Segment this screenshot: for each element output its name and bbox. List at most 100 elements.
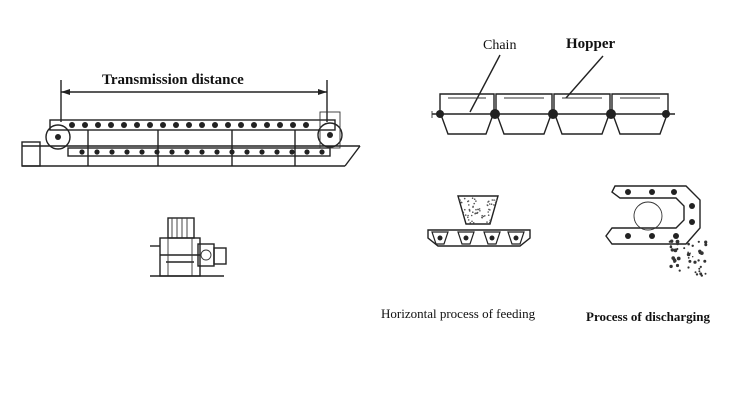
material-particle	[481, 214, 484, 217]
chain-link	[139, 149, 145, 155]
chain-pin	[489, 235, 495, 241]
material-particle	[669, 245, 673, 249]
material-particle	[469, 222, 472, 224]
material-particle	[704, 243, 708, 247]
chain-link	[649, 233, 655, 239]
lower-chain-links	[79, 149, 325, 155]
material-particle	[493, 204, 495, 206]
material-particle	[673, 248, 678, 253]
chain-link	[671, 189, 677, 195]
conveyor-side-view: Transmission distance	[21, 72, 361, 167]
chain-link	[169, 149, 175, 155]
material-particle	[691, 244, 694, 247]
chain-link	[199, 122, 205, 128]
chain-link	[225, 122, 231, 128]
material-particle	[490, 203, 493, 205]
head-sprocket	[317, 122, 343, 148]
head-drive-housing	[319, 111, 341, 149]
material-particle	[676, 256, 681, 261]
material-particle	[460, 201, 463, 204]
chain-link	[625, 233, 631, 239]
material-particle	[459, 199, 461, 201]
material-particle	[698, 249, 702, 253]
chain-link	[186, 122, 192, 128]
material-particle	[475, 200, 477, 202]
material-particle	[467, 219, 470, 221]
upper-chain-links	[69, 122, 309, 128]
material-particle	[699, 265, 702, 268]
lower-chain	[67, 147, 331, 157]
material-particle	[487, 211, 490, 213]
discharged-material	[668, 239, 708, 277]
material-particle	[476, 212, 478, 215]
head-sprocket-hub	[327, 132, 333, 138]
chain-link	[95, 122, 101, 128]
chain-link	[69, 122, 75, 128]
transmission-distance-label: Transmission distance	[102, 72, 244, 88]
chain-link	[108, 122, 114, 128]
chain-link	[173, 122, 179, 128]
material-particle	[487, 214, 490, 216]
discharge-bucket-path	[605, 185, 701, 245]
material-particle	[477, 208, 479, 211]
bucket	[483, 231, 501, 245]
chain-link	[79, 149, 85, 155]
bucket	[431, 231, 449, 245]
material-particle	[693, 260, 697, 264]
chain-link	[124, 149, 130, 155]
chain-pin	[662, 110, 670, 118]
hopper-label: Hopper	[566, 36, 616, 52]
material-particle	[674, 259, 677, 263]
material-particle	[488, 221, 491, 224]
material-particle	[683, 247, 686, 250]
conveyor-end-view	[150, 217, 227, 277]
material-particle	[670, 248, 674, 252]
dimension-arrow-right	[318, 89, 327, 95]
material-particle	[479, 210, 481, 212]
chain-link	[121, 122, 127, 128]
material-particle	[689, 252, 691, 254]
material-particle	[675, 263, 680, 268]
tail-sprocket	[45, 124, 71, 150]
chain-pin	[436, 110, 444, 118]
material-particle	[692, 256, 694, 258]
material-particle	[467, 214, 469, 217]
material-particle	[670, 239, 674, 243]
feed-material	[459, 197, 498, 224]
material-particle	[467, 200, 469, 203]
chain-pin	[513, 235, 519, 241]
chain-pin	[490, 109, 500, 119]
material-particle	[472, 222, 475, 224]
chain-leader-line	[469, 54, 501, 113]
chain-pin	[463, 235, 469, 241]
material-particle	[494, 201, 497, 204]
material-particle	[464, 214, 467, 216]
material-particle	[699, 272, 703, 276]
feed-funnel	[457, 195, 499, 225]
material-particle	[671, 256, 675, 260]
material-particle	[488, 203, 491, 205]
chain-link	[290, 122, 296, 128]
chain-link	[251, 122, 257, 128]
material-particle	[475, 208, 477, 211]
material-particle	[694, 271, 697, 274]
horizontal-feeding-label: Horizontal process of feeding	[381, 306, 536, 321]
material-particle	[695, 273, 699, 276]
material-particle	[675, 239, 680, 244]
chain-link	[244, 149, 250, 155]
chain-link	[303, 122, 309, 128]
material-particle	[482, 215, 485, 218]
material-particle	[462, 211, 465, 214]
chain-link	[304, 149, 310, 155]
material-particle	[472, 211, 474, 213]
chain-link	[214, 149, 220, 155]
material-particle	[669, 264, 673, 269]
material-particle	[687, 251, 689, 254]
discharging-process-diagram: Process of discharging	[586, 185, 710, 324]
material-particle	[463, 197, 466, 200]
material-particle	[489, 209, 491, 211]
upper-chain	[49, 119, 336, 131]
chain-link	[94, 149, 100, 155]
chain-link	[238, 122, 244, 128]
